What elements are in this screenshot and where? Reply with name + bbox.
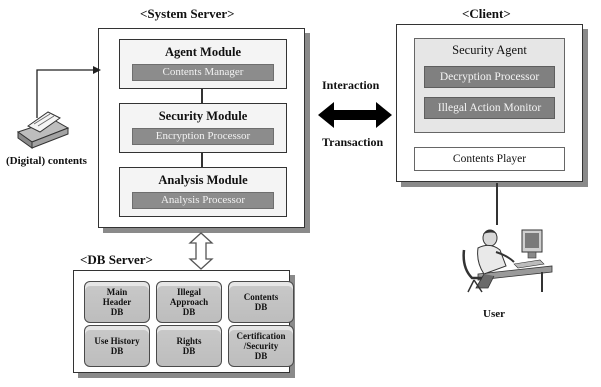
db-server-title: <DB Server> (80, 252, 153, 267)
analysis-processor-bar: Analysis Processor (132, 192, 274, 209)
db-cylinder: Rights DB (156, 325, 222, 367)
db-line: Illegal (177, 287, 201, 297)
db-server-box: Main Header DB Illegal Approach DB Conte… (73, 270, 294, 373)
digital-contents-label: (Digital) contents (6, 155, 87, 167)
illegal-action-monitor-bar: Illegal Action Monitor (424, 97, 555, 119)
encryption-processor-bar: Encryption Processor (132, 128, 274, 145)
security-agent-title: Security Agent (452, 43, 527, 57)
db-line: DB (182, 346, 196, 356)
updown-arrow-icon (188, 232, 214, 270)
db-cylinder: Contents DB (228, 281, 294, 323)
document-printer-icon (16, 111, 70, 149)
db-cylinder: Illegal Approach DB (156, 281, 222, 323)
security-module: Security Module Encryption Processor (119, 103, 287, 153)
db-line: Contents (243, 292, 279, 302)
db-line: Use History (94, 336, 140, 346)
security-agent-box: Security Agent Decryption Processor Ille… (414, 38, 565, 133)
db-line: Certification (236, 331, 286, 341)
db-cylinder: Certification /Security DB (228, 325, 294, 367)
client-user-connector (496, 183, 498, 225)
contents-player-box: Contents Player (414, 147, 565, 171)
interaction-label: Interaction (322, 78, 380, 92)
user-workstation-icon (462, 229, 553, 293)
system-server-title: <System Server> (140, 6, 235, 21)
module-connector (201, 153, 203, 167)
module-connector (201, 89, 203, 103)
db-cylinder: Main Header DB (84, 281, 150, 323)
bidirectional-arrow-icon (318, 102, 392, 128)
db-line: DB (182, 307, 196, 317)
db-line: Main (106, 287, 128, 297)
db-line: Rights (176, 336, 202, 346)
db-line: DB (110, 307, 124, 317)
client-title: <Client> (462, 6, 511, 21)
agent-module-title: Agent Module (164, 45, 242, 59)
db-line: DB (254, 302, 268, 312)
analysis-module: Analysis Module Analysis Processor (119, 167, 287, 217)
decryption-processor-bar: Decryption Processor (424, 66, 555, 88)
contents-arrow (36, 66, 101, 118)
db-line: Header (102, 297, 132, 307)
client-box: Security Agent Decryption Processor Ille… (396, 24, 583, 182)
db-line: /Security (243, 341, 279, 351)
security-module-title: Security Module (158, 109, 248, 123)
contents-manager-bar: Contents Manager (132, 64, 274, 81)
db-line: Approach (169, 297, 209, 307)
agent-module: Agent Module Contents Manager (119, 39, 287, 89)
analysis-module-title: Analysis Module (158, 173, 248, 187)
transaction-label: Transaction (322, 135, 384, 149)
user-label: User (483, 308, 505, 320)
db-cylinder: Use History DB (84, 325, 150, 367)
system-server-box: Agent Module Contents Manager Security M… (98, 28, 305, 228)
db-line: DB (110, 346, 124, 356)
db-line: DB (254, 351, 268, 361)
